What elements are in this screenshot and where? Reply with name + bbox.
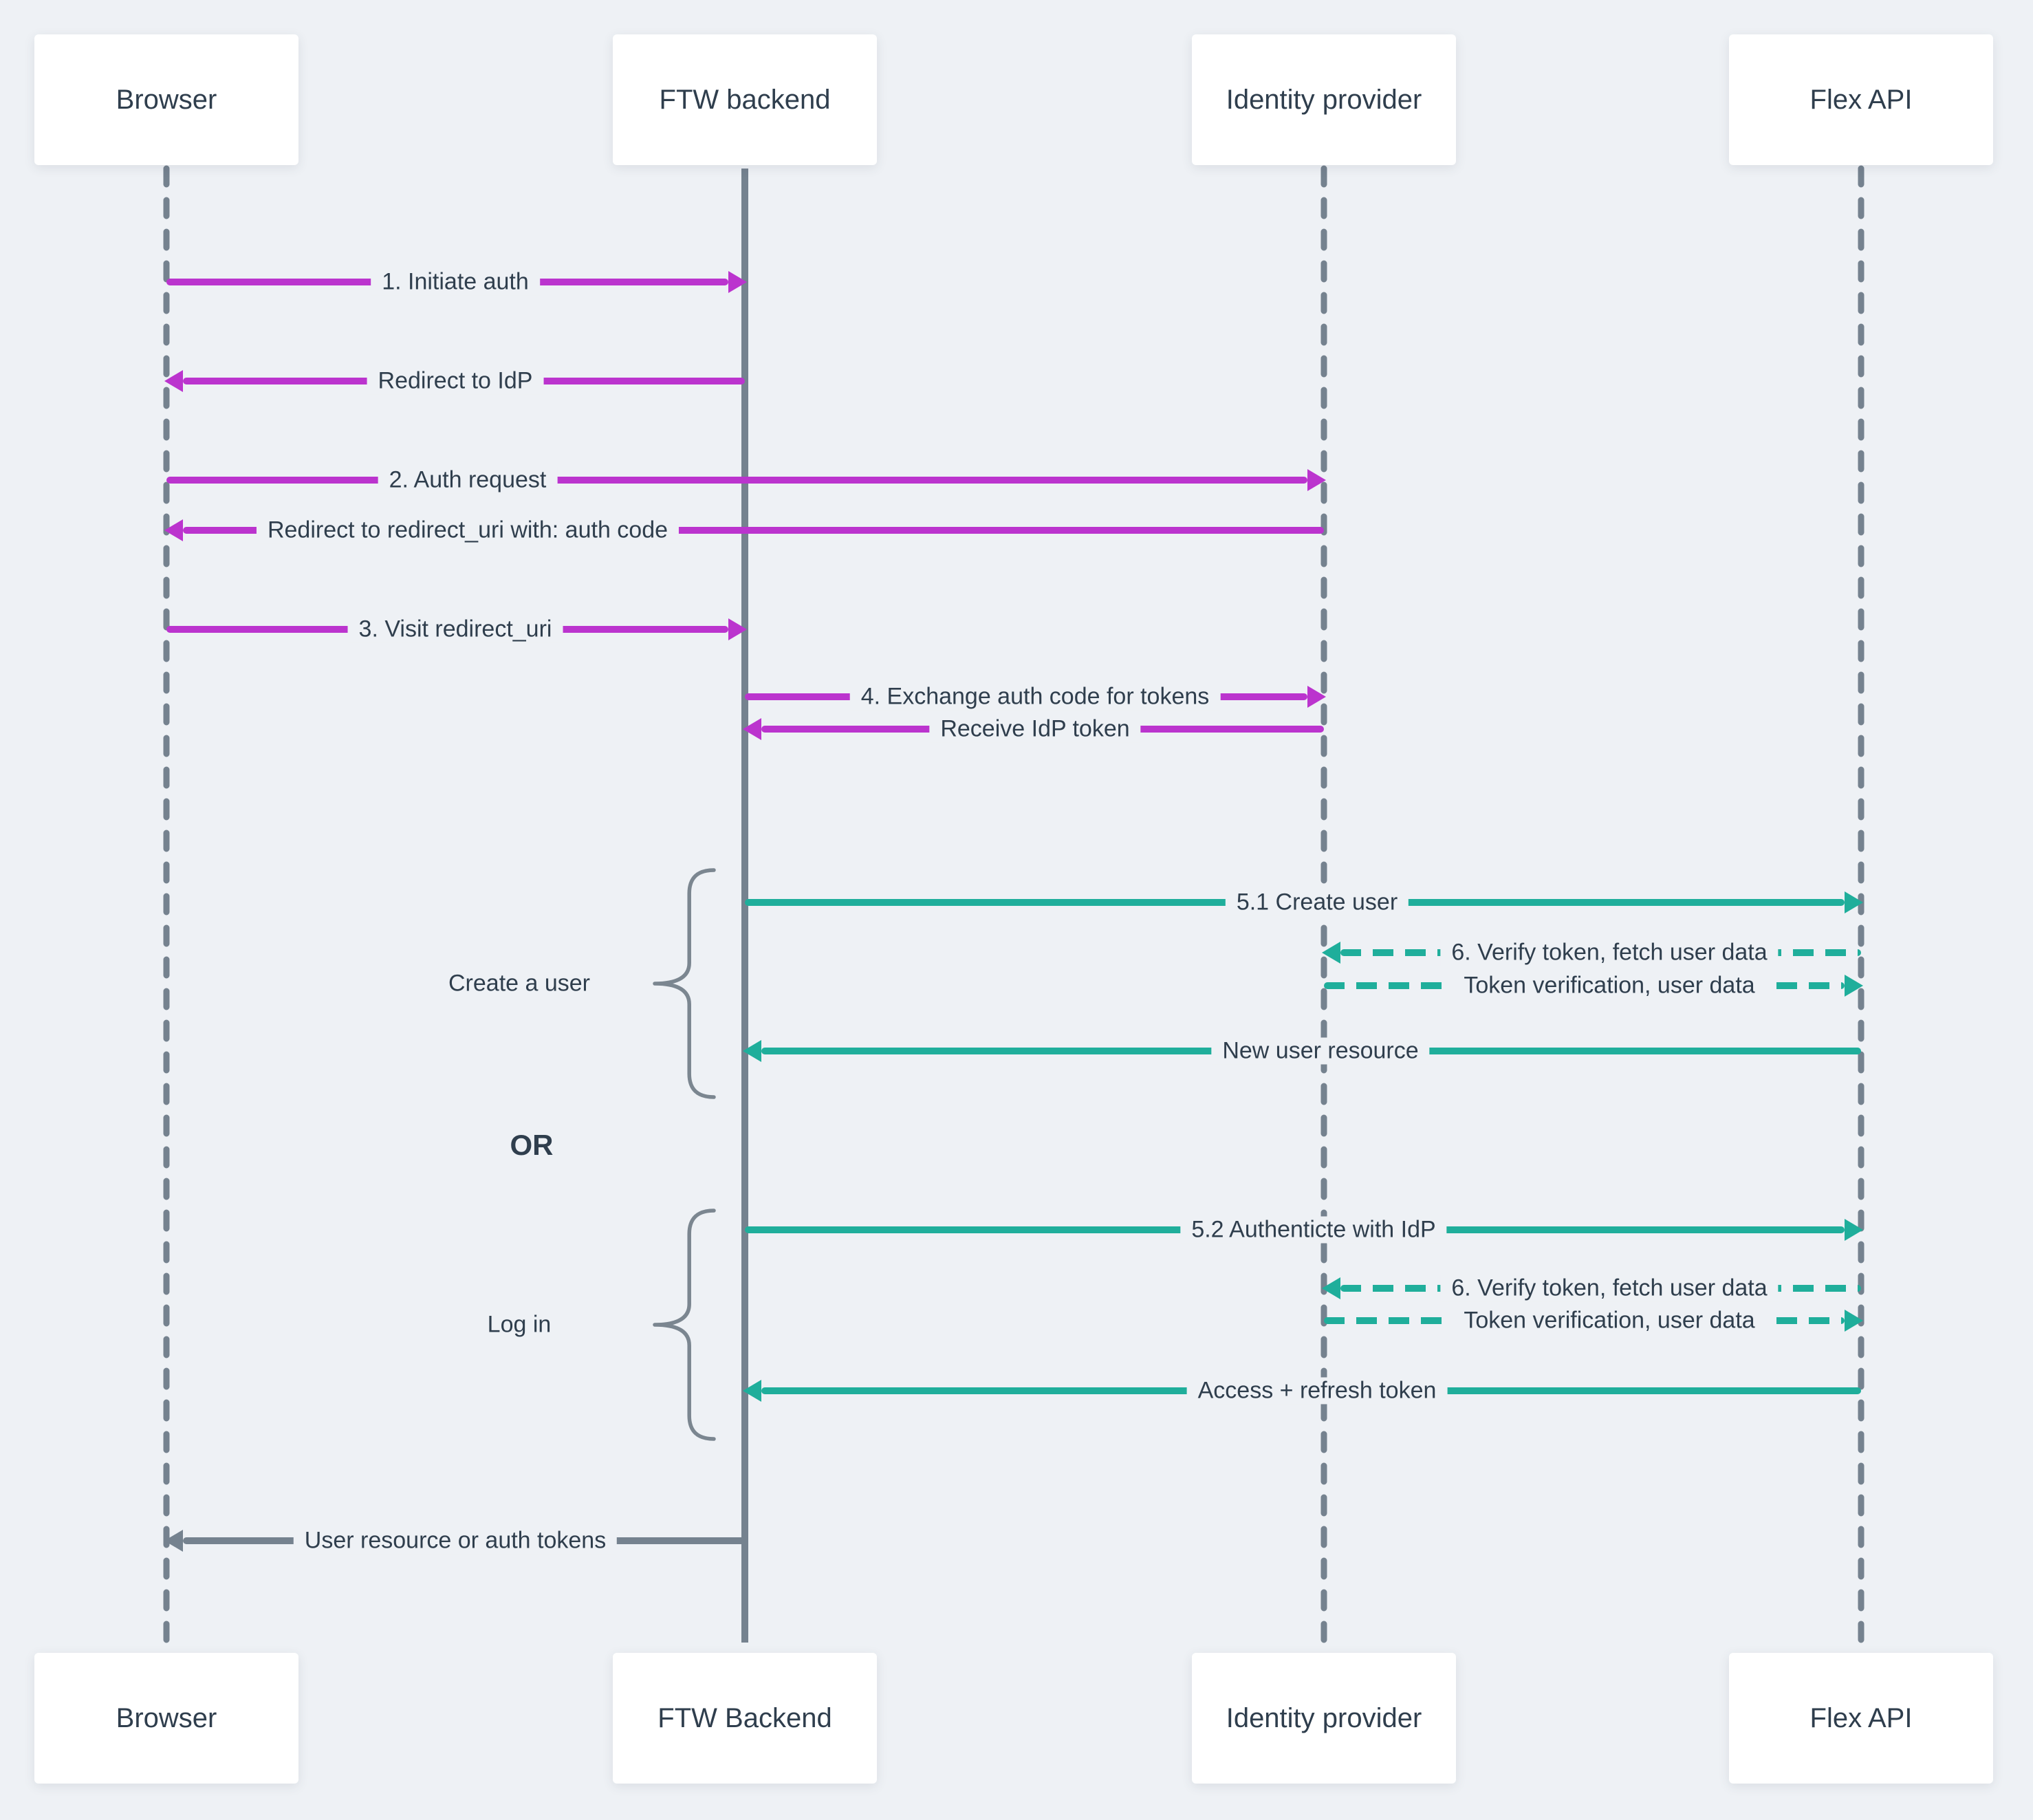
- message-label: Redirect to IdP: [367, 367, 544, 395]
- actor-label: Browser: [116, 84, 217, 115]
- message-label: 4. Exchange auth code for tokens: [849, 683, 1221, 711]
- arrowhead-icon: [1307, 686, 1326, 708]
- group-label: Log in: [487, 1311, 552, 1338]
- message-row: 6. Verify token, fetch user data: [1322, 939, 1861, 966]
- or-label: OR: [510, 1129, 554, 1161]
- actor-label: Browser: [116, 1702, 217, 1733]
- arrowhead-icon: [743, 718, 761, 740]
- message-label: 5.2 Authenticte with IdP: [1180, 1216, 1447, 1244]
- message-label: New user resource: [1211, 1037, 1430, 1065]
- actor-box-flex-api-top: Flex API: [1729, 34, 1993, 165]
- message-label: 2. Auth request: [378, 466, 558, 494]
- arrowhead-icon: [164, 519, 183, 541]
- message-row: Access + refresh token: [743, 1377, 1861, 1405]
- actor-box-identity-provider-bottom: Identity provider: [1192, 1653, 1456, 1784]
- message-label: User resource or auth tokens: [293, 1527, 618, 1554]
- arrowhead-icon: [1845, 1219, 1863, 1241]
- message-row: 4. Exchange auth code for tokens: [745, 683, 1326, 711]
- message-row: 1. Initiate auth: [166, 268, 747, 296]
- arrowhead-icon: [1845, 891, 1863, 913]
- arrowhead-icon: [728, 618, 747, 640]
- brace-icon: [653, 1209, 716, 1441]
- arrowhead-icon: [1845, 975, 1863, 997]
- message-label: 3. Visit redirect_uri: [347, 616, 563, 643]
- message-line: [183, 527, 1324, 534]
- actor-label: FTW Backend: [657, 1702, 832, 1733]
- message-label: Receive IdP token: [929, 715, 1141, 743]
- arrowhead-icon: [164, 370, 183, 392]
- message-row: Token verification, user data: [1324, 1307, 1863, 1334]
- message-row: User resource or auth tokens: [164, 1527, 745, 1554]
- message-row: Redirect to redirect_uri with: auth code: [164, 517, 1324, 544]
- actor-label: Identity provider: [1226, 1702, 1422, 1733]
- message-row: 5.2 Authenticte with IdP: [745, 1216, 1863, 1244]
- actor-label: Flex API: [1809, 84, 1913, 115]
- arrowhead-icon: [164, 1530, 183, 1552]
- message-row: Token verification, user data: [1324, 972, 1863, 999]
- arrowhead-icon: [1845, 1310, 1863, 1332]
- message-row: 5.1 Create user: [745, 889, 1863, 916]
- message-label: 6. Verify token, fetch user data: [1440, 1275, 1779, 1302]
- message-line: [166, 477, 1307, 484]
- message-row: 6. Verify token, fetch user data: [1322, 1275, 1861, 1302]
- arrowhead-icon: [743, 1040, 761, 1062]
- actor-box-browser-top: Browser: [34, 34, 298, 165]
- message-label: 1. Initiate auth: [371, 268, 540, 296]
- arrowhead-icon: [743, 1380, 761, 1402]
- actor-box-flex-api-bottom: Flex API: [1729, 1653, 1993, 1784]
- actor-box-ftw-backend-top: FTW backend: [613, 34, 877, 165]
- message-row: Receive IdP token: [743, 715, 1324, 743]
- arrowhead-icon: [1322, 942, 1340, 964]
- actor-label: Flex API: [1809, 1702, 1913, 1733]
- message-label: Redirect to redirect_uri with: auth code: [256, 517, 680, 544]
- message-label: 5.1 Create user: [1225, 889, 1409, 916]
- message-label: Access + refresh token: [1186, 1377, 1448, 1405]
- message-label: Token verification, user data: [1453, 972, 1766, 999]
- message-row: 3. Visit redirect_uri: [166, 616, 747, 643]
- message-row: New user resource: [743, 1037, 1861, 1065]
- actor-box-identity-provider-top: Identity provider: [1192, 34, 1456, 165]
- actor-box-browser-bottom: Browser: [34, 1653, 298, 1784]
- brace-icon: [653, 868, 716, 1099]
- arrowhead-icon: [1322, 1277, 1340, 1299]
- message-label: Token verification, user data: [1453, 1307, 1766, 1334]
- message-label: 6. Verify token, fetch user data: [1440, 939, 1779, 966]
- arrowhead-icon: [728, 271, 747, 293]
- arrowhead-icon: [1307, 469, 1326, 491]
- message-row: 2. Auth request: [166, 466, 1326, 494]
- actor-label: Identity provider: [1226, 84, 1422, 115]
- actor-label: FTW backend: [659, 84, 831, 115]
- group-label: Create a user: [448, 970, 590, 997]
- message-row: Redirect to IdP: [164, 367, 745, 395]
- actor-box-ftw-backend-bottom: FTW Backend: [613, 1653, 877, 1784]
